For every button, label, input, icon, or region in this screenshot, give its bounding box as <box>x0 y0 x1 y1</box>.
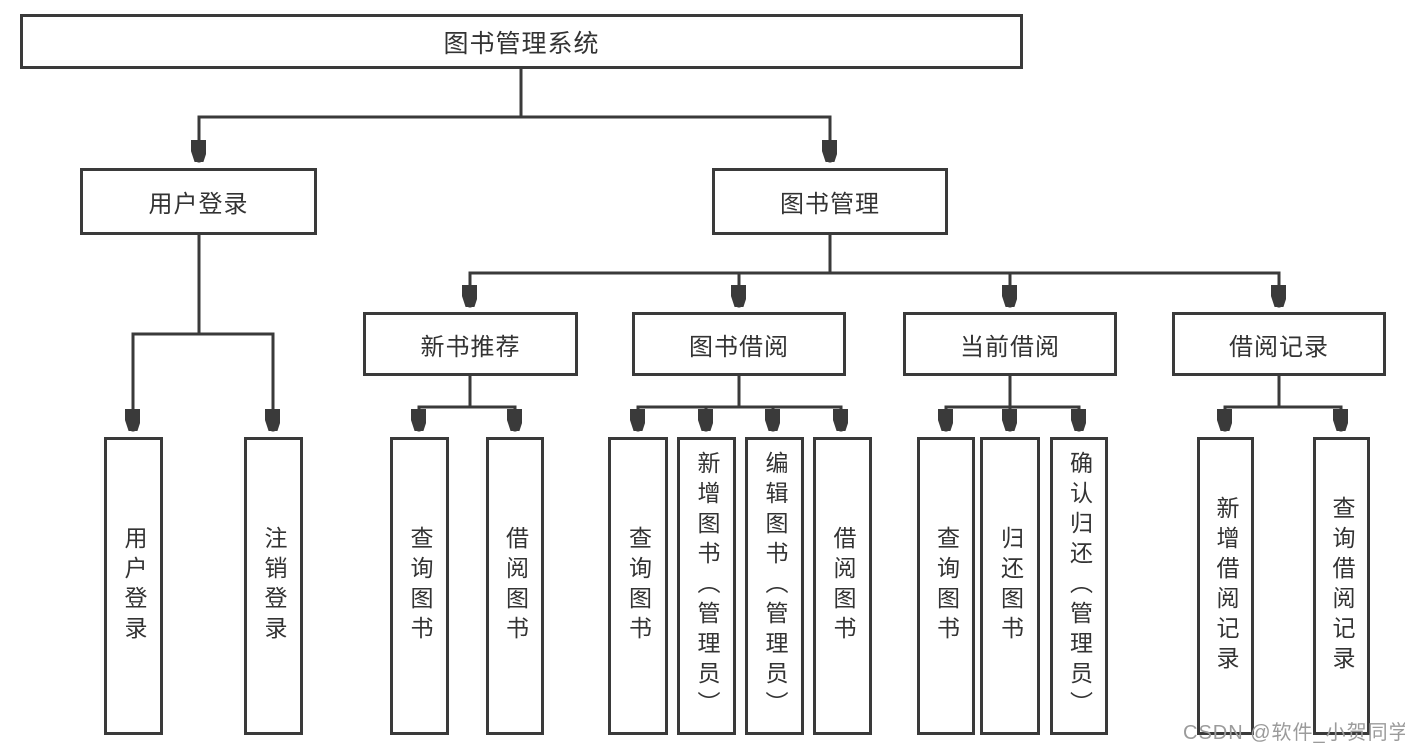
node-borrowing-records: 借阅记录 <box>1172 312 1386 376</box>
watermark: CSDN @软件_小贺同学 <box>1183 722 1405 744</box>
node-query-books-borrowing: 查询图书 <box>608 437 668 735</box>
node-book-borrowing: 图书借阅 <box>632 312 846 376</box>
node-user-login: 用户登录 <box>80 168 317 235</box>
node-add-borrow-record: 新增借阅记录 <box>1197 437 1254 735</box>
node-current-borrowing: 当前借阅 <box>903 312 1117 376</box>
node-add-book-admin: 新增图书（管理员） <box>677 437 736 735</box>
node-logout: 注销登录 <box>244 437 303 735</box>
node-user-login-leaf: 用户登录 <box>104 437 163 735</box>
node-return-book: 归还图书 <box>980 437 1040 735</box>
node-borrow-books-leaf: 借阅图书 <box>813 437 872 735</box>
node-book-management: 图书管理 <box>712 168 948 235</box>
node-query-borrow-record: 查询借阅记录 <box>1313 437 1370 735</box>
node-borrow-books-recommend: 借阅图书 <box>486 437 544 735</box>
node-query-books-recommend: 查询图书 <box>390 437 449 735</box>
node-library-management-system: 图书管理系统 <box>20 14 1023 69</box>
node-edit-book-admin: 编辑图书（管理员） <box>745 437 804 735</box>
node-confirm-return-admin: 确认归还（管理员） <box>1050 437 1108 735</box>
node-query-books-current: 查询图书 <box>917 437 975 735</box>
node-new-book-recommendation: 新书推荐 <box>363 312 578 376</box>
